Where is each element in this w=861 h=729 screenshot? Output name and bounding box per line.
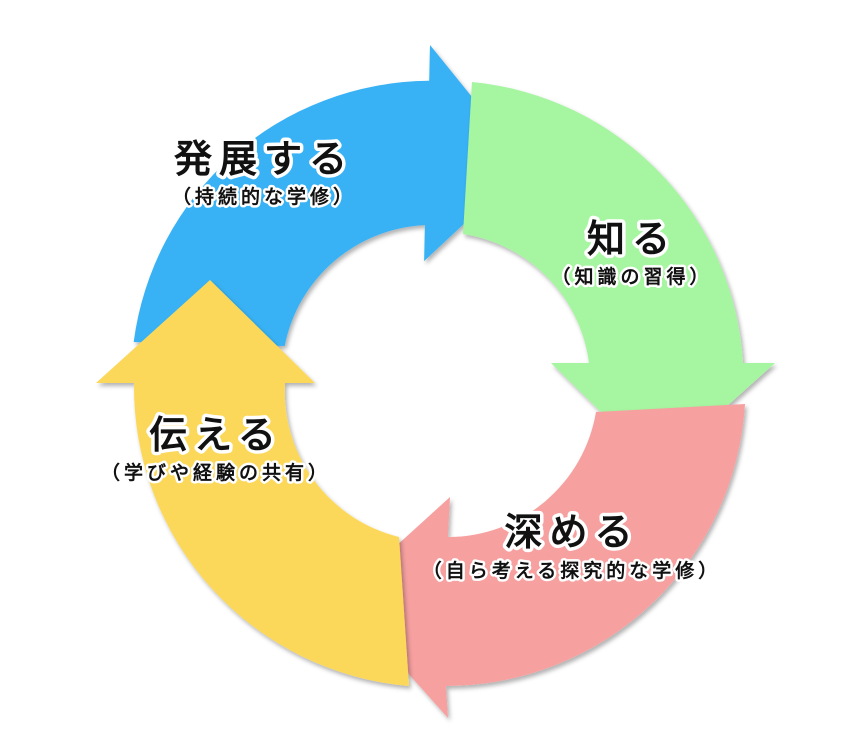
stage-title-hatten: 発展する — [174, 137, 354, 181]
stage-title-tsutaeru: 伝える — [149, 413, 283, 457]
arrow-tsutaeru — [96, 280, 409, 686]
stage-subtitle-hatten: （持続的な学修） — [172, 185, 356, 208]
arrow-shiru — [463, 82, 775, 468]
arrow-hatten — [133, 45, 527, 346]
arrow-fukameru — [340, 404, 745, 718]
stage-subtitle-fukameru: （自ら考える探究的な学修） — [423, 559, 721, 582]
stage-title-fukameru: 深める — [504, 510, 639, 554]
stage-subtitle-shiru: （知識の習得） — [551, 265, 712, 288]
stage-subtitle-tsutaeru: （学びや経験の共有） — [101, 461, 331, 484]
stage-title-shiru: 知る — [587, 217, 677, 261]
